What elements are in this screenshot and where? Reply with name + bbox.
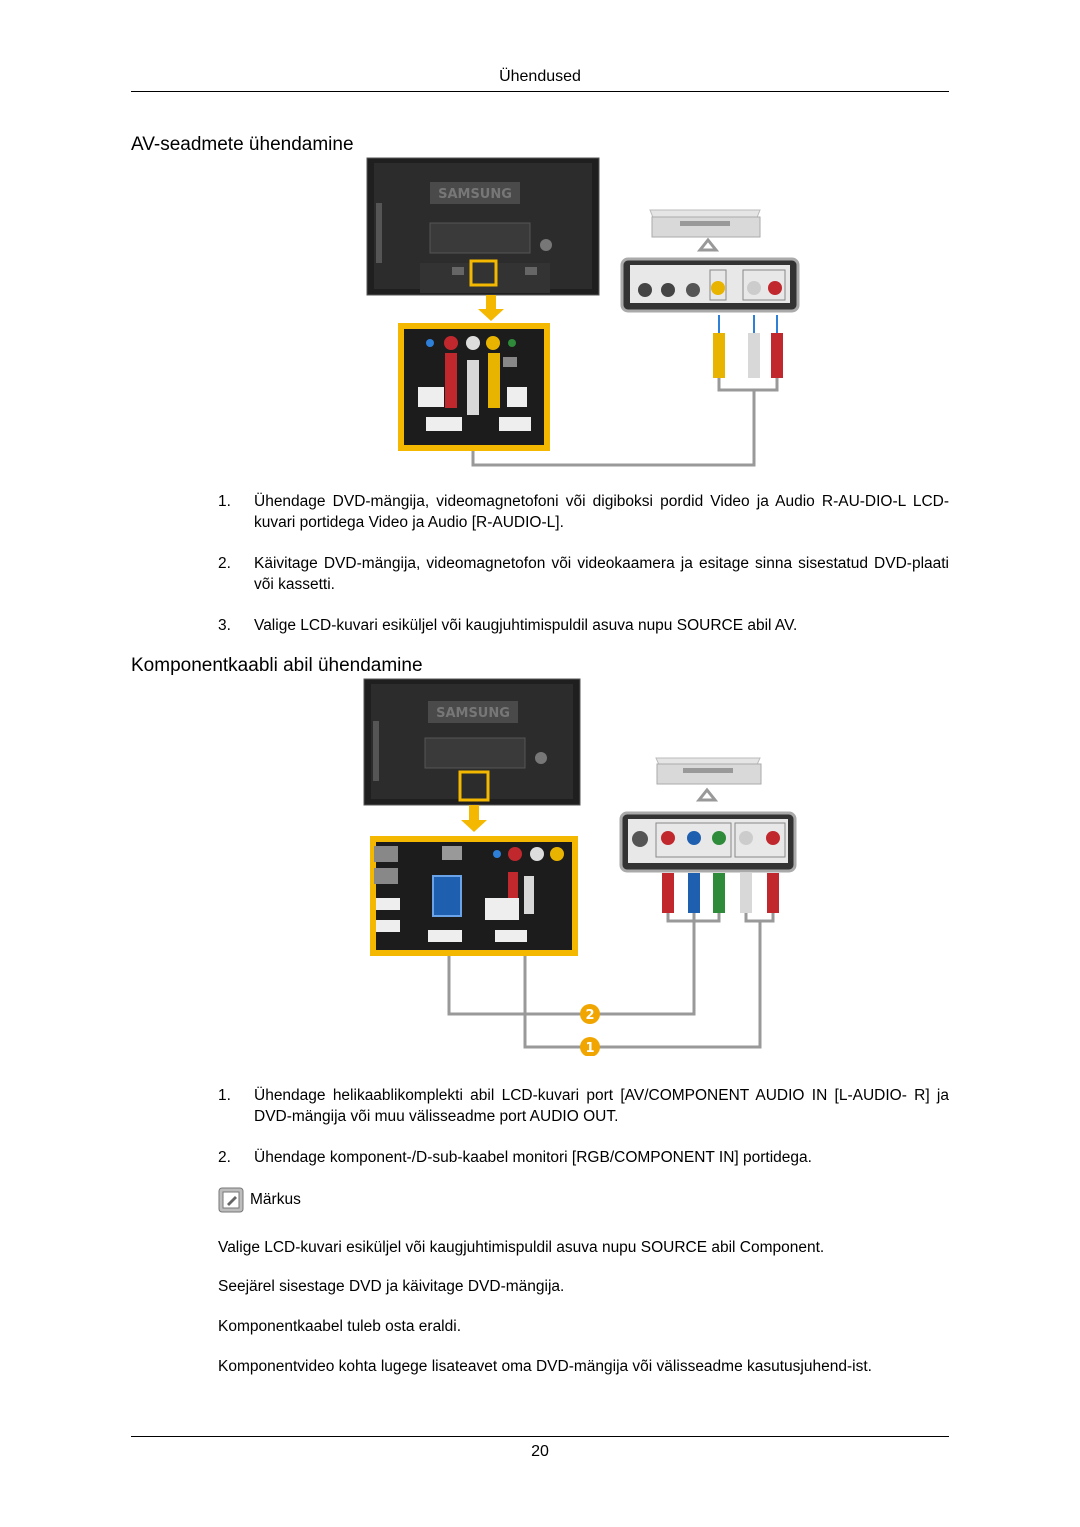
brand-logo: SAMSUNG xyxy=(436,706,510,721)
component-steps-list: 1.Ühendage helikaablikomplekti abil LCD-… xyxy=(218,1085,949,1188)
component-cable xyxy=(447,921,696,1016)
note-paragraph: Komponentkaabel tuleb osta eraldi. xyxy=(218,1318,461,1335)
list-item: 1.Ühendage DVD-mängija, videomagnetofoni… xyxy=(218,493,949,531)
list-item: 2.Ühendage komponent-/D-sub-kaabel monit… xyxy=(218,1149,812,1166)
list-item: 2.Käivitage DVD-mängija, videomagnetofon… xyxy=(218,555,949,593)
section-title-component: Komponentkaabli abil ühendamine xyxy=(131,655,423,676)
device-port-panel xyxy=(620,257,800,313)
down-arrow-icon xyxy=(478,295,504,321)
note-label: Märkus xyxy=(250,1191,301,1208)
monitor-port-closeup xyxy=(398,323,550,451)
note-paragraph: Valige LCD-kuvari esiküljel või kaugjuht… xyxy=(218,1239,825,1256)
note-paragraph: Seejärel sisestage DVD ja käivitage DVD-… xyxy=(218,1278,565,1295)
badge-1: 1 xyxy=(580,1037,600,1056)
svg-text:1: 1 xyxy=(585,1041,594,1056)
svg-text:2: 2 xyxy=(585,1008,594,1023)
header-rule xyxy=(131,91,949,92)
monitor-port-closeup xyxy=(370,836,578,956)
av-cable xyxy=(471,390,756,467)
page-number: 20 xyxy=(531,1443,549,1460)
monitor-back-illustration: SAMSUNG xyxy=(363,678,581,806)
note-paragraph: Komponentvideo kohta lugege lisateavet o… xyxy=(218,1358,872,1375)
running-header: Ühendused xyxy=(499,68,581,85)
note-icon xyxy=(218,1187,244,1213)
device-rca-plugs xyxy=(713,315,783,378)
device-port-panel xyxy=(619,811,797,873)
list-item: 1.Ühendage helikaablikomplekti abil LCD-… xyxy=(218,1087,949,1125)
dvd-player-illustration xyxy=(655,757,762,785)
list-item: 3.Valige LCD-kuvari esiküljel või kaugju… xyxy=(218,617,798,634)
footer-rule xyxy=(131,1436,949,1437)
down-arrow-icon xyxy=(461,805,487,832)
brand-logo: SAMSUNG xyxy=(438,187,512,202)
component-connection-diagram: SAMSUNG xyxy=(363,678,797,1056)
section-title-av: AV-seadmete ühendamine xyxy=(131,134,354,155)
monitor-back-illustration: SAMSUNG xyxy=(366,157,600,296)
device-rca-plugs xyxy=(662,873,779,913)
av-steps-list: 1.Ühendage DVD-mängija, videomagnetofoni… xyxy=(218,491,949,656)
badge-2: 2 xyxy=(580,1004,600,1024)
av-connection-diagram: SAMSUNG xyxy=(366,157,800,467)
dvd-player-illustration xyxy=(649,209,761,238)
audio-cable xyxy=(523,921,762,1049)
note-heading: Märkus xyxy=(218,1187,301,1213)
